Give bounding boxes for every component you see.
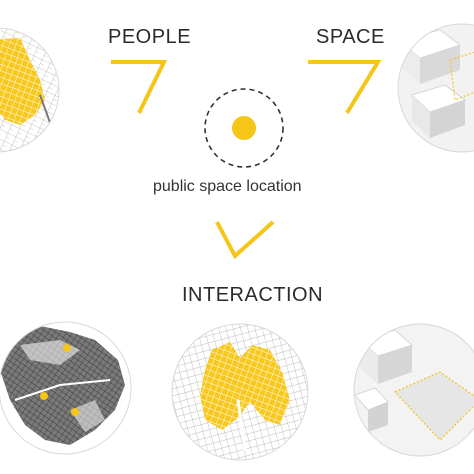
site-model-circle — [354, 324, 474, 456]
regional-map-border — [0, 321, 132, 455]
people-label: PEOPLE — [108, 26, 192, 48]
dashed-circle-with-dot-icon — [204, 88, 284, 168]
space-arrow-icon — [308, 60, 382, 115]
interaction-arrow-icon — [215, 220, 275, 260]
space-model-border — [397, 23, 474, 153]
interaction-label: INTERACTION — [182, 284, 324, 306]
city-map-circle — [172, 324, 308, 460]
people-map-border — [0, 27, 60, 153]
regional-map-circle — [0, 322, 131, 454]
space-label: SPACE — [316, 26, 385, 48]
people-arrow-icon — [111, 60, 168, 114]
city-map-border — [171, 323, 309, 461]
space-model-circle — [398, 24, 474, 152]
public-space-location-label: public space location — [153, 178, 302, 195]
people-map-circle — [0, 28, 59, 152]
site-model-border — [353, 323, 474, 457]
